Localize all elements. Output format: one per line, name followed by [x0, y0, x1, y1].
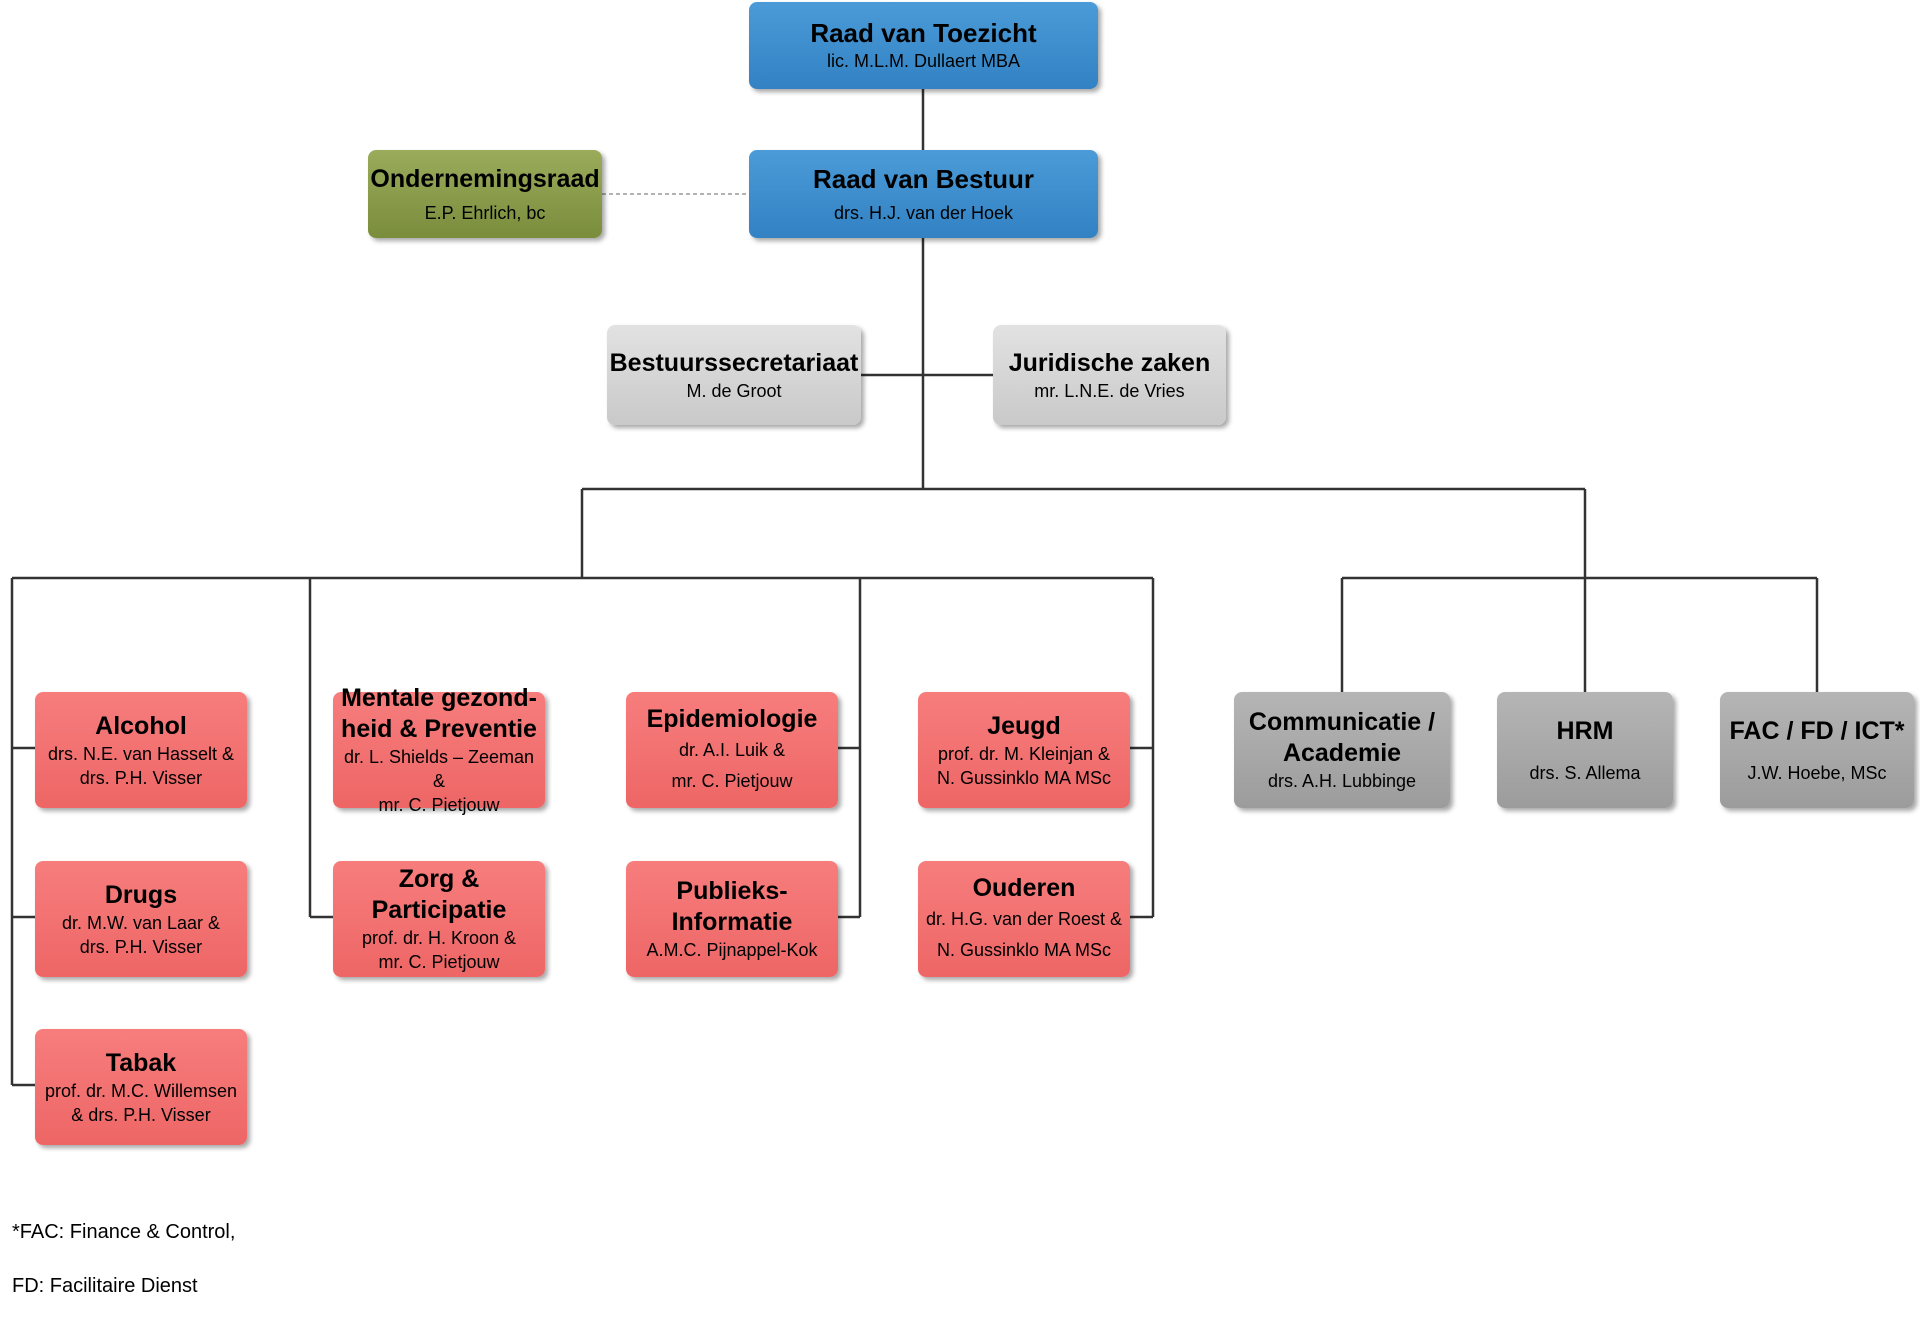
support-communicatie-title-2: Academie: [1282, 739, 1402, 767]
raad-van-toezicht-person: lic. M.L.M. Dullaert MBA: [826, 51, 1021, 71]
program-mentale-gezondheid-title-2: heid & Preventie: [341, 715, 537, 743]
program-ouderen-box: Ouderen dr. H.G. van der Roest & N. Guss…: [918, 861, 1130, 977]
program-drugs-person-1: dr. M.W. van Laar &: [61, 912, 221, 933]
program-mentale-gezondheid-person-1: dr. L. Shields – Zeeman &: [343, 747, 535, 791]
raad-van-bestuur-title: Raad van Bestuur: [812, 163, 1035, 194]
program-jeugd-person-1: prof. dr. M. Kleinjan &: [937, 743, 1111, 764]
program-epidemiologie-person-1: dr. A.I. Luik &: [678, 739, 786, 760]
program-tabak-box: Tabak prof. dr. M.C. Willemsen & drs. P.…: [35, 1029, 247, 1145]
program-zorg-participatie-person-1: prof. dr. H. Kroon &: [361, 928, 517, 948]
support-communicatie-person: drs. A.H. Lubbinge: [1267, 771, 1417, 791]
program-mentale-gezondheid-title-1: Mentale gezond-: [341, 684, 537, 712]
juridische-zaken-title: Juridische zaken: [1008, 348, 1211, 377]
program-epidemiologie-person-2: mr. C. Pietjouw: [671, 770, 793, 791]
raad-van-bestuur-box: Raad van Bestuur drs. H.J. van der Hoek: [749, 150, 1098, 238]
support-fac-title: FAC / FD / ICT*: [1729, 716, 1905, 745]
ondernemingsraad-box: Ondernemingsraad E.P. Ehrlich, bc: [368, 150, 602, 238]
program-jeugd-title: Jeugd: [987, 711, 1061, 740]
program-epidemiologie-box: Epidemiologie dr. A.I. Luik & mr. C. Pie…: [626, 692, 838, 808]
program-tabak-title: Tabak: [105, 1048, 177, 1077]
program-publieksinformatie-box: Publieks- Informatie A.M.C. Pijnappel-Ko…: [626, 861, 838, 977]
program-drugs-title: Drugs: [104, 880, 178, 909]
program-mentale-gezondheid-box: Mentale gezond- heid & Preventie dr. L. …: [333, 684, 545, 815]
support-hrm-person: drs. S. Allema: [1529, 762, 1641, 783]
program-alcohol-person-2: drs. P.H. Visser: [79, 767, 203, 788]
program-alcohol-box: Alcohol drs. N.E. van Hasselt & drs. P.H…: [35, 692, 247, 808]
juridische-zaken-person: mr. L.N.E. de Vries: [1034, 380, 1185, 401]
footnote: *FAC: Finance & Control, FD: Facilitaire…: [12, 1192, 235, 1327]
bestuurssecretariaat-person: M. de Groot: [686, 380, 782, 401]
program-publieksinformatie-title-1: Publieks-: [676, 877, 788, 905]
footnote-line-2: FD: Facilitaire Dienst: [12, 1275, 198, 1297]
connector-lines: [10, 89, 1819, 1087]
program-zorg-participatie-title-1: Zorg &: [398, 865, 480, 893]
bestuurssecretariaat-box: Bestuurssecretariaat M. de Groot: [607, 325, 861, 425]
support-hrm-box: HRM drs. S. Allema: [1497, 692, 1673, 808]
juridische-zaken-box: Juridische zaken mr. L.N.E. de Vries: [993, 325, 1226, 425]
program-ouderen-title: Ouderen: [972, 873, 1076, 902]
program-jeugd-box: Jeugd prof. dr. M. Kleinjan & N. Gussink…: [918, 692, 1130, 808]
bestuurssecretariaat-title: Bestuurssecretariaat: [609, 348, 859, 377]
program-ouderen-person-1: dr. H.G. van der Roest &: [925, 908, 1123, 929]
support-communicatie-box: Communicatie / Academie drs. A.H. Lubbin…: [1234, 692, 1450, 808]
program-publieksinformatie-title-2: Informatie: [671, 908, 793, 936]
raad-van-toezicht-title: Raad van Toezicht: [810, 18, 1037, 48]
program-jeugd-person-2: N. Gussinklo MA MSc: [936, 767, 1112, 788]
ondernemingsraad-title: Ondernemingsraad: [370, 164, 600, 193]
program-alcohol-title: Alcohol: [95, 711, 187, 740]
program-alcohol-person-1: drs. N.E. van Hasselt &: [47, 743, 235, 764]
support-hrm-title: HRM: [1556, 716, 1614, 745]
support-fac-box: FAC / FD / ICT* J.W. Hoebe, MSc: [1720, 692, 1914, 808]
support-communicatie-title-1: Communicatie /: [1248, 708, 1436, 736]
program-zorg-participatie-box: Zorg & Participatie prof. dr. H. Kroon &…: [333, 861, 545, 977]
program-tabak-person-2: & drs. P.H. Visser: [71, 1104, 211, 1125]
program-zorg-participatie-title-2: Participatie: [371, 896, 507, 924]
program-ouderen-person-2: N. Gussinklo MA MSc: [936, 939, 1112, 960]
program-epidemiologie-title: Epidemiologie: [646, 704, 818, 733]
raad-van-toezicht-box: Raad van Toezicht lic. M.L.M. Dullaert M…: [749, 2, 1098, 89]
program-publieksinformatie-person: A.M.C. Pijnappel-Kok: [646, 940, 818, 960]
program-drugs-person-2: drs. P.H. Visser: [79, 936, 203, 957]
raad-van-bestuur-person: drs. H.J. van der Hoek: [833, 202, 1014, 223]
footnote-line-1: *FAC: Finance & Control,: [12, 1221, 236, 1243]
program-mentale-gezondheid-person-2: mr. C. Pietjouw: [378, 795, 500, 815]
ondernemingsraad-person: E.P. Ehrlich, bc: [424, 202, 546, 223]
support-fac-person: J.W. Hoebe, MSc: [1747, 762, 1887, 783]
program-drugs-box: Drugs dr. M.W. van Laar & drs. P.H. Viss…: [35, 861, 247, 977]
program-tabak-person-1: prof. dr. M.C. Willemsen: [44, 1080, 238, 1101]
program-zorg-participatie-person-2: mr. C. Pietjouw: [378, 952, 500, 972]
